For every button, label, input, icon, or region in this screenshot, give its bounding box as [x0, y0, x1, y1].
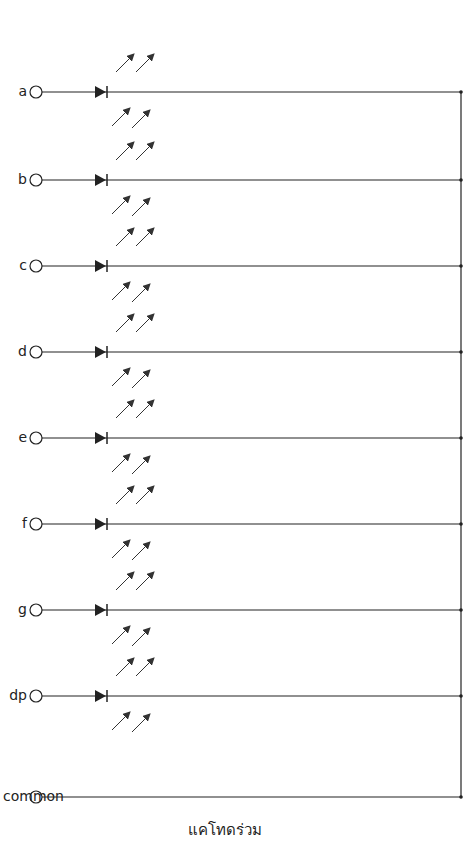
diode-symbol — [95, 346, 106, 358]
light-arrow — [116, 658, 134, 676]
diode-bar — [106, 604, 108, 616]
light-arrow — [116, 228, 134, 246]
diode-symbol — [95, 174, 106, 186]
segment-pin-label: g — [18, 601, 27, 617]
light-arrow — [112, 454, 130, 472]
light-arrow — [132, 456, 150, 474]
light-arrow — [132, 198, 150, 216]
segment-pin-label: c — [19, 257, 27, 273]
light-arrow — [112, 368, 130, 386]
light-arrow — [116, 486, 134, 504]
terminal — [30, 174, 42, 186]
light-arrow — [136, 142, 154, 160]
light-arrow — [136, 658, 154, 676]
light-arrow — [116, 142, 134, 160]
segment-pin-label: e — [18, 429, 27, 445]
diode-symbol — [95, 260, 106, 272]
terminal — [30, 260, 42, 272]
terminal — [30, 604, 42, 616]
light-arrow — [132, 714, 150, 732]
diode-symbol — [95, 86, 106, 98]
segment-pin-label: d — [18, 343, 27, 359]
light-arrow — [136, 400, 154, 418]
wire — [42, 796, 461, 797]
terminal — [30, 86, 42, 98]
segment-pin-label: a — [18, 83, 27, 99]
light-arrow — [112, 196, 130, 214]
light-arrow — [132, 628, 150, 646]
light-arrow — [112, 282, 130, 300]
diode-symbol — [95, 518, 106, 530]
light-arrow — [112, 712, 130, 730]
segment-pin-label: b — [18, 171, 27, 187]
diode-bar — [106, 86, 108, 98]
diode-symbol — [95, 432, 106, 444]
light-arrow — [116, 314, 134, 332]
diode-bar — [106, 260, 108, 272]
terminal — [30, 346, 42, 358]
light-arrow — [132, 542, 150, 560]
light-arrow — [112, 540, 130, 558]
light-arrow — [136, 314, 154, 332]
caption: แคโทดร่วม — [188, 820, 262, 840]
diode-bar — [106, 174, 108, 186]
terminal — [30, 690, 42, 702]
light-arrow — [116, 572, 134, 590]
diode-bar — [106, 432, 108, 444]
light-arrow — [112, 626, 130, 644]
light-arrow — [132, 110, 150, 128]
segment-pin-label: f — [22, 515, 27, 531]
diode-bar — [106, 518, 108, 530]
terminal — [30, 432, 42, 444]
light-arrow — [116, 54, 134, 72]
light-arrow — [112, 108, 130, 126]
light-arrow — [136, 228, 154, 246]
diode-bar — [106, 690, 108, 702]
common-pin-label: common — [3, 788, 64, 804]
light-arrow — [136, 54, 154, 72]
diode-bar — [106, 346, 108, 358]
diode-symbol — [95, 604, 106, 616]
light-arrow — [136, 572, 154, 590]
terminal — [30, 518, 42, 530]
light-arrow — [132, 370, 150, 388]
light-arrow — [136, 486, 154, 504]
light-arrow — [132, 284, 150, 302]
segment-pin-label: dp — [9, 687, 27, 703]
diode-symbol — [95, 690, 106, 702]
light-arrow — [116, 400, 134, 418]
common-bus — [460, 92, 461, 797]
